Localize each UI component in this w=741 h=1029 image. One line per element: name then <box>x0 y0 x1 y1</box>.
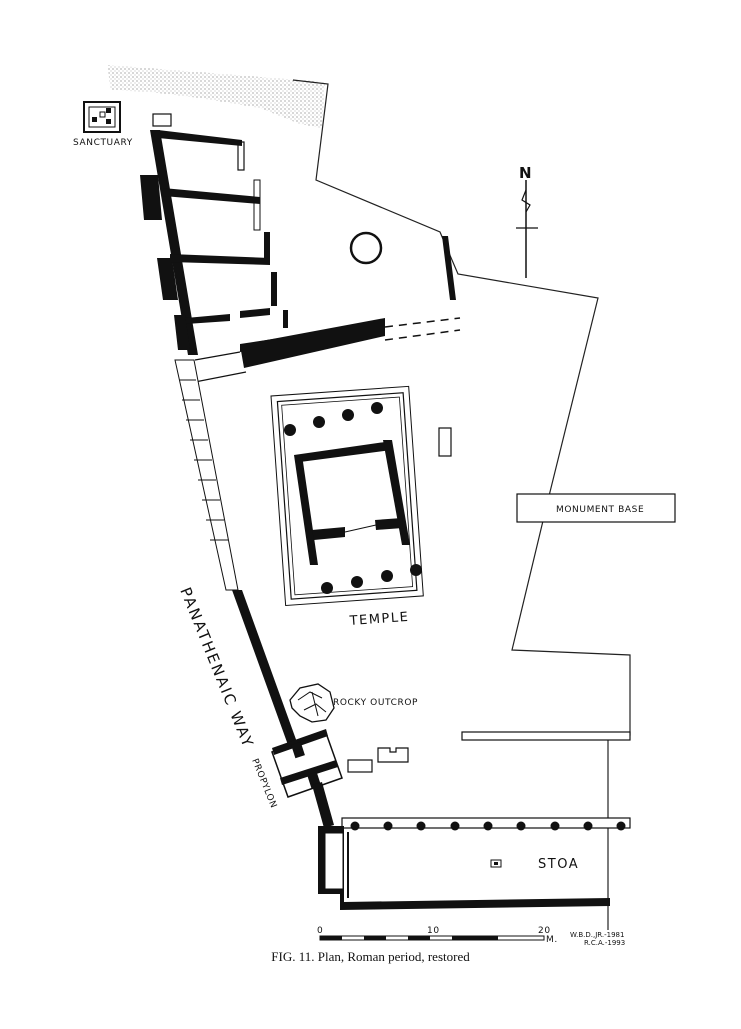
temple-label: TEMPLE <box>348 610 410 629</box>
scale-tick-0: 0 <box>317 926 323 936</box>
connecting-wall <box>312 782 334 828</box>
east-wall-segment <box>442 236 456 300</box>
temple <box>270 385 424 607</box>
rocky-outcrop-label: ROCKY OUTCROP <box>333 698 418 708</box>
north-building <box>140 113 461 383</box>
propylon-label: PROPYLON <box>249 757 278 810</box>
north-arrow: N <box>516 164 538 278</box>
panathenaic-way-wall <box>174 359 298 745</box>
rocky-outcrop <box>289 683 335 723</box>
sanctuary <box>83 101 121 133</box>
round-feature <box>349 231 383 265</box>
scale-tick-20: 20 <box>538 926 551 936</box>
scale-bar: 0 10 20 M. <box>317 926 558 945</box>
scale-unit: M. <box>546 935 558 945</box>
north-label: N <box>519 164 532 182</box>
monument-base-label: MONUMENT BASE <box>556 505 644 515</box>
small-foundations <box>347 747 409 773</box>
credit-line-2: R.C.A.-1993 <box>584 939 625 947</box>
monument-base <box>516 493 676 523</box>
figure-caption: FIG. 11. Plan, Roman period, restored <box>271 949 470 964</box>
altar <box>438 427 452 457</box>
propylon <box>271 729 343 798</box>
stoa-label: STOA <box>538 857 579 872</box>
bedrock-stipple <box>108 65 325 128</box>
scale-tick-10: 10 <box>427 926 440 936</box>
stoa <box>318 817 631 910</box>
credit-line-1: W.B.D.,JR.-1981 <box>570 931 624 939</box>
long-wall <box>461 731 631 741</box>
sanctuary-label: SANCTUARY <box>73 138 133 148</box>
